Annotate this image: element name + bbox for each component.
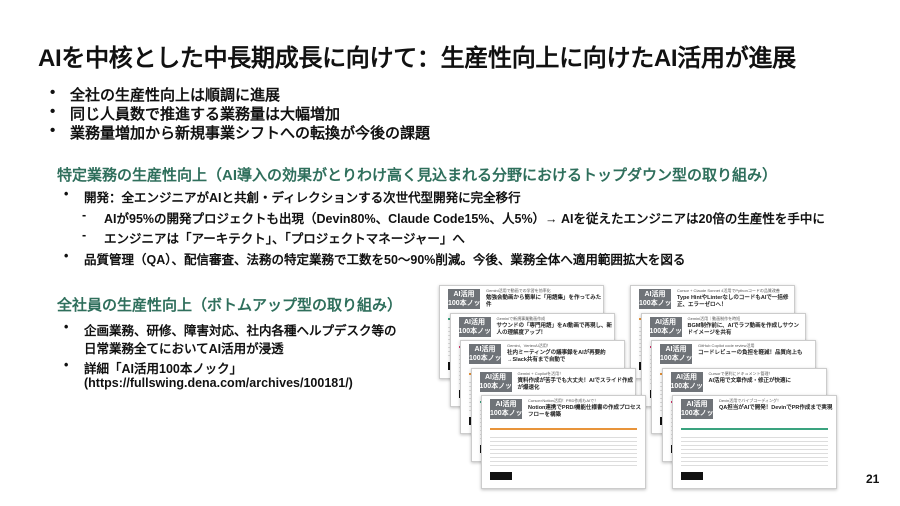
card-title: コードレビューの負担を軽減！品質向上も <box>698 350 803 356</box>
card-title: BGM制作前に、AIでラフ動画を作成しサウンドイメージを共有 <box>687 322 800 336</box>
card-subtitle: Cursorで便利にドキュメント管理！ <box>708 370 773 376</box>
card-accent-bar <box>490 428 637 430</box>
card-subtitle: GitHub Copilot code review活用 <box>698 343 755 348</box>
slide-title: AIを中核とした中長期成長に向けて：生産性向上に向けたAI活用が進展 <box>38 45 796 72</box>
card-subtitle: Gemini活用｜動画制作を時短 <box>687 315 741 321</box>
card-footer-label <box>490 472 512 480</box>
card-accent-bar <box>681 428 828 430</box>
section2-item: •詳細「AI活用100本ノック」 <box>64 358 243 376</box>
section1-subitem: -エンジニアは「アーキテクト」、「プロジェクトマネージャー」へ <box>82 228 465 246</box>
section1-heading: 特定業務の生産性向上（AI導入の効果がとりわけ高く見込まれる分野におけるトップダ… <box>57 167 778 184</box>
card-subtitle: Gemini活用で動画での学習を効率化 <box>486 288 551 293</box>
card-body <box>490 434 637 468</box>
section2-heading: 全社員の生産性向上（ボトムアップ型の取り組み） <box>57 297 403 314</box>
card-title: サウンドの「専門用語」をAI動画で再現し、新人の理解度アップ！ <box>496 322 613 336</box>
card-title: QA担当がAIで開発！DevinでPR作成まで実現 <box>719 405 833 411</box>
section1-subitem: -AIが95%の開発プロジェクトも出現（Devin80%、Claude Code… <box>82 208 825 226</box>
card-subtitle: Cursor + Claude Sonnet 4活用でPythonコードの品質改… <box>677 288 780 293</box>
card-subtitle: Geminiで新規事業動画作成 <box>496 315 546 321</box>
card-title: 勉強会動画から簡単に「用語集」を作ってみた件 <box>486 295 602 308</box>
card-footer-label <box>681 472 703 480</box>
section2-link[interactable]: (https://fullswing.dena.com/archives/100… <box>84 376 353 390</box>
page-number: 21 <box>866 472 880 486</box>
card-subtitle: Devin活用でバイブコーディング！ <box>719 398 781 403</box>
bullet-item: 業務量増加から新規事業シフトへの転換が今後の課題 <box>50 122 430 143</box>
card-body <box>681 434 828 468</box>
card-subtitle: Cursor×Notion活用！PRD作成もAIで！ <box>528 398 599 403</box>
section2-item-cont: 日常業務全てにおいてAI活用が浸透 <box>84 342 284 356</box>
card-title: 社内ミーティングの議事録をAIが再要約→Slack共有まで自動で <box>507 350 606 363</box>
card-title: Notion連携でPRD/機能仕様書の作成プロセスフローを構築 <box>528 405 642 418</box>
section1-item: •開発：全エンジニアがAIと共創・ディレクションする次世代型開発に完全移行 <box>64 187 521 205</box>
section2-item: •企画業務、研修、障害対応、社内各種ヘルプデスク等の <box>64 320 397 338</box>
card-subtitle: Gemini + Copilotを活用！ <box>517 370 564 376</box>
card-title: Type HintやLinterなしのコードもAIで一括修正、エラーゼロへ！ <box>677 295 789 308</box>
bullet-item: 全社の生産性向上は順調に進展 <box>50 84 280 105</box>
card-subtitle: Gemini、VertexAI活用！ <box>507 343 551 348</box>
section1-item: •品質管理（QA）、配信審査、法務の特定業務で工数を50～90%削減。今後、業務… <box>64 249 686 267</box>
card-title: 資料作成が苦手でも大丈夫！AIでスライド作成が爆速化 <box>517 377 634 391</box>
bullet-item: 同じ人員数で推進する業務量は大幅増加 <box>50 103 340 124</box>
card-title: AI活用で文章作成・修正が快適に <box>708 377 792 384</box>
